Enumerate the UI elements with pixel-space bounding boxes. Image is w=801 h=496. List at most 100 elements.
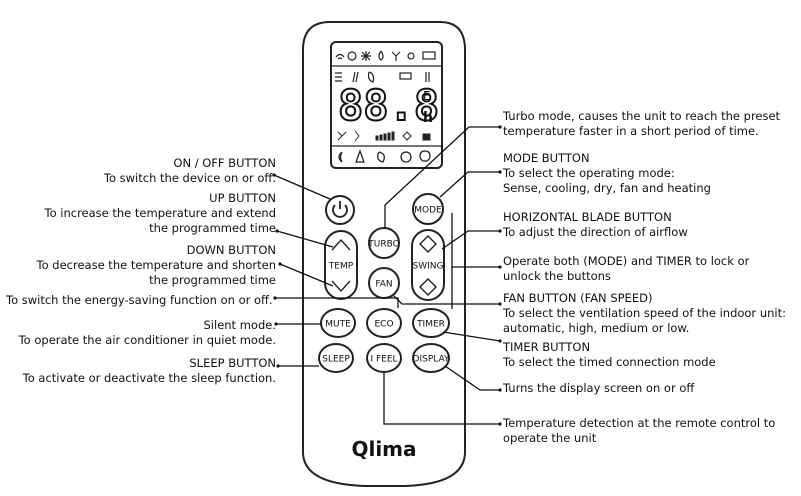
mute-button[interactable]: MUTE bbox=[320, 308, 356, 338]
ifeel-button[interactable]: I FEEL bbox=[366, 343, 402, 373]
label-mute: Silent mode. To operate the air conditio… bbox=[19, 318, 276, 348]
label-sleep-title: SLEEP BUTTON bbox=[189, 356, 276, 370]
leader-down bbox=[279, 263, 334, 287]
label-swing-desc: To adjust the direction of airflow bbox=[503, 225, 688, 239]
sleep-button-label: SLEEP bbox=[322, 355, 350, 365]
label-timer-desc: To select the timed connection mode bbox=[503, 355, 716, 369]
temp-rocker[interactable]: TEMP bbox=[324, 230, 358, 300]
battery-icon bbox=[422, 51, 436, 60]
ionizer-icon bbox=[367, 71, 375, 83]
label-on-off-title: ON / OFF BUTTON bbox=[173, 156, 276, 170]
leader-ifeel bbox=[383, 372, 500, 425]
label-fan-desc-1: To select the ventilation speed of the i… bbox=[503, 306, 786, 320]
label-mute-desc-1: Silent mode. bbox=[203, 318, 277, 332]
ac-unit-icon bbox=[399, 72, 412, 80]
temp-down-arrow-icon bbox=[331, 280, 351, 293]
label-down-desc-1: To decrease the temperature and shorten bbox=[36, 258, 276, 272]
turbo-button[interactable]: TURBO bbox=[367, 227, 400, 259]
label-mode-desc-1: To select the operating mode: bbox=[503, 166, 675, 180]
turbo-icon bbox=[402, 131, 412, 141]
label-down-title: DOWN BUTTON bbox=[186, 243, 276, 257]
display-button-label: DISPLAY bbox=[413, 355, 450, 365]
label-ifeel-desc-2: operate the unit bbox=[503, 431, 597, 445]
label-down: DOWN BUTTON To decrease the temperature … bbox=[37, 243, 276, 288]
signal-bar-3 bbox=[383, 133, 387, 141]
label-turbo-desc-1: Turbo mode, causes the unit to reach the… bbox=[503, 109, 781, 123]
auto-mode-icon bbox=[347, 51, 357, 61]
label-lock-desc-1: Operate both (MODE) and TIMER to lock or bbox=[503, 254, 750, 268]
label-lock: Operate both (MODE) and TIMER to lock or… bbox=[503, 254, 749, 284]
label-ifeel-desc-1: Temperature detection at the remote cont… bbox=[503, 416, 776, 430]
label-up-title: UP BUTTON bbox=[209, 191, 276, 205]
health-icon bbox=[352, 71, 359, 83]
power-icon bbox=[332, 201, 348, 218]
fan-button[interactable]: FAN bbox=[368, 267, 400, 299]
leader-on-off bbox=[273, 174, 331, 200]
label-swing: HORIZONTAL BLADE BUTTON To adjust the di… bbox=[503, 210, 688, 240]
timer-button[interactable]: TIMER bbox=[412, 308, 450, 338]
eco-leaf-icon bbox=[377, 151, 385, 163]
lcd-top-icons bbox=[335, 50, 436, 61]
lcd-bottom-status bbox=[337, 130, 431, 142]
lcd-unit-bottom: h bbox=[423, 110, 433, 126]
label-on-off-desc: To switch the device on or off. bbox=[103, 171, 276, 185]
power-button[interactable] bbox=[325, 195, 355, 225]
label-ifeel: Temperature detection at the remote cont… bbox=[503, 416, 775, 446]
timer-button-label: TIMER bbox=[416, 320, 445, 330]
label-display: Turns the display screen on or off bbox=[503, 381, 694, 396]
label-swing-title: HORIZONTAL BLADE BUTTON bbox=[503, 210, 672, 224]
lcd-status-icons bbox=[335, 71, 430, 83]
leader-timer bbox=[442, 331, 501, 342]
label-mute-desc-2: To operate the air conditioner in quiet … bbox=[18, 333, 276, 347]
lcd-digits: 88.8 bbox=[338, 81, 439, 130]
label-fan: FAN BUTTON (FAN SPEED) To select the ven… bbox=[503, 291, 786, 336]
leader-mode bbox=[439, 171, 500, 198]
label-down-desc-2: the programmed time bbox=[149, 273, 276, 287]
fan-button-label: FAN bbox=[375, 280, 392, 290]
label-turbo-desc-2: temperature faster in a short period of … bbox=[503, 124, 759, 138]
heat-mode-icon bbox=[407, 52, 415, 60]
fan-speed-icon bbox=[337, 131, 347, 141]
signal-bar-5 bbox=[391, 131, 395, 141]
mode-button[interactable]: MODE bbox=[412, 193, 444, 225]
leader-fan bbox=[393, 295, 500, 305]
leader-turbo bbox=[384, 126, 500, 228]
eco-button[interactable]: ECO bbox=[366, 308, 402, 338]
label-eco-desc: To switch the energy-saving function on … bbox=[6, 293, 273, 307]
ifeel-icon bbox=[355, 149, 365, 163]
display-bulb-icon bbox=[419, 150, 431, 162]
swing-horizontal-icon bbox=[425, 72, 430, 82]
mute-icon bbox=[354, 130, 360, 142]
turbo-button-label: TURBO bbox=[367, 240, 399, 250]
fan-mode-icon bbox=[391, 51, 401, 61]
leader-lines bbox=[273, 126, 501, 425]
label-up-desc-2: the programmed time bbox=[149, 221, 276, 235]
ifeel-button-label: I FEEL bbox=[370, 355, 397, 365]
signal-bar-2 bbox=[379, 134, 383, 141]
swing-down-icon bbox=[419, 278, 437, 296]
label-fan-desc-2: automatic, high, medium or low. bbox=[503, 321, 690, 335]
leader-up bbox=[276, 230, 334, 248]
label-sleep-desc: To activate or deactivate the sleep func… bbox=[22, 371, 276, 385]
timer-clock-icon bbox=[400, 151, 412, 163]
leader-eco bbox=[275, 297, 399, 308]
sleep-button[interactable]: SLEEP bbox=[318, 343, 354, 373]
label-up: UP BUTTON To increase the temperature an… bbox=[45, 191, 277, 236]
label-eco: To switch the energy-saving function on … bbox=[6, 293, 273, 308]
leader-swing bbox=[441, 230, 500, 250]
temp-button-label: TEMP bbox=[328, 262, 354, 272]
mode-button-label: MODE bbox=[414, 206, 442, 216]
swing-rocker[interactable]: SWING bbox=[411, 229, 445, 301]
label-display-desc: Turns the display screen on or off bbox=[503, 381, 695, 395]
label-up-desc-1: To increase the temperature and extend bbox=[44, 206, 277, 220]
sleep-moon-icon bbox=[338, 151, 343, 163]
display-button[interactable]: DISPLAY bbox=[412, 343, 450, 373]
cool-mode-icon bbox=[361, 51, 371, 61]
swing-up-icon bbox=[419, 235, 437, 253]
label-fan-title: FAN BUTTON (FAN SPEED) bbox=[503, 291, 653, 305]
lock-icon bbox=[422, 133, 431, 141]
swing-button-label: SWING bbox=[413, 262, 444, 272]
mute-button-label: MUTE bbox=[325, 320, 351, 330]
temp-up-arrow-icon bbox=[331, 238, 351, 251]
